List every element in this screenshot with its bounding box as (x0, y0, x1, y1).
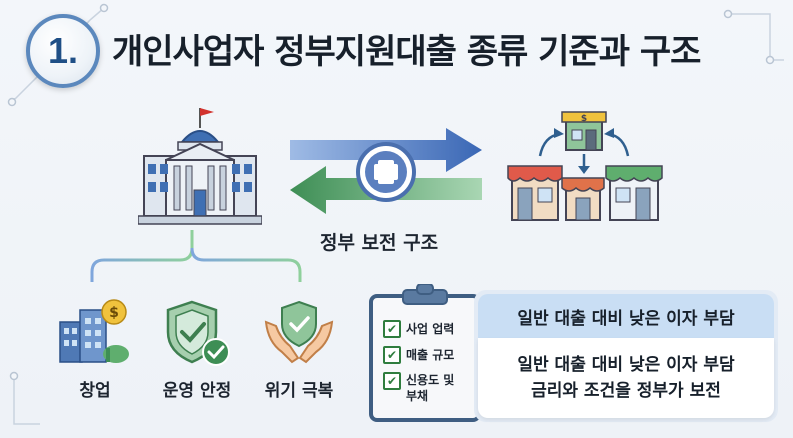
section-number-badge: 1. (26, 14, 100, 88)
category-label-operation: 운영 안정 (162, 381, 232, 401)
category-label-startup: 창업 (79, 381, 111, 401)
clipboard-clip-icon (402, 284, 448, 305)
shield-check-icon (166, 300, 230, 366)
benefit-panel-body: 일반 대출 대비 낮은 이자 부담 금리와 조건을 정부가 보전 (478, 338, 774, 418)
benefit-line-1: 일반 대출 대비 낮은 이자 부담 (517, 355, 735, 375)
check-icon: ✔ (383, 372, 401, 390)
buildings-dollar-icon: $ (59, 299, 129, 363)
list-item: ✔ 사업 업력 (383, 320, 454, 338)
svg-text:$: $ (581, 114, 587, 124)
structure-label: 정부 보전 구조 (320, 232, 439, 254)
corner-decoration-bottom-left (9, 371, 40, 425)
benefit-panel-header: 일반 대출 대비 낮은 이자 부담 (478, 294, 774, 338)
branch-connector (90, 230, 302, 282)
hands-shield-icon (264, 300, 334, 364)
list-item: ✔ 매출 규모 (383, 346, 454, 364)
page-title: 개인사업자 정부지원대출 종류 기준과 구조 (112, 32, 701, 72)
category-label-crisis: 위기 극복 (264, 381, 334, 401)
government-building-icon (138, 108, 262, 225)
check-icon: ✔ (383, 320, 401, 338)
corner-decoration-top-right (723, 9, 784, 65)
svg-text:$: $ (109, 305, 119, 321)
benefit-line-2: 금리와 조건을 정부가 보전 (531, 381, 721, 401)
small-business-shops-icon: $ (507, 111, 663, 221)
exchange-arrows (290, 128, 482, 214)
check-icon: ✔ (383, 346, 401, 364)
criteria-checklist: ✔ 사업 업력 ✔ 매출 규모 ✔ 신용도 및 부채 (369, 294, 481, 422)
section-number: 1. (47, 30, 79, 71)
list-item: ✔ 신용도 및 부채 (383, 372, 454, 404)
